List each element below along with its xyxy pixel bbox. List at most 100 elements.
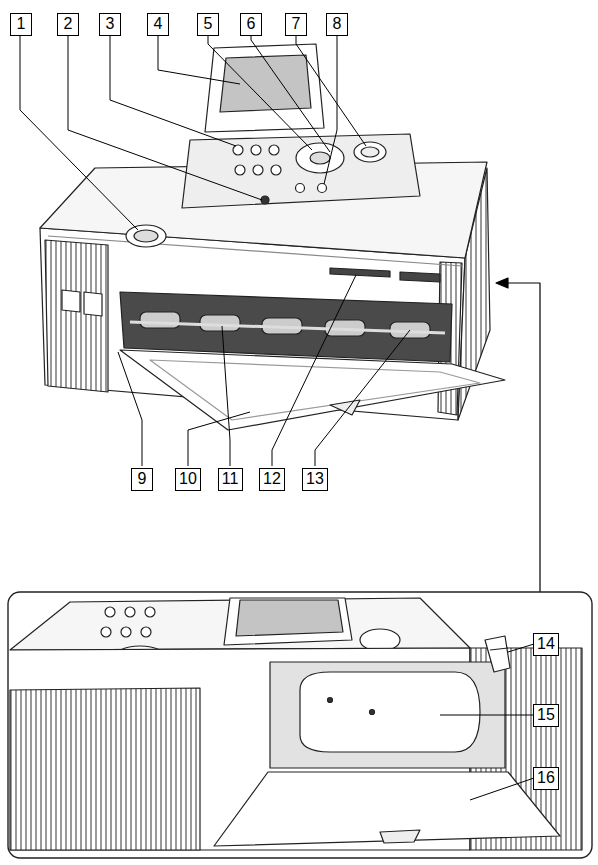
dial-pad bbox=[296, 143, 344, 173]
leader-line bbox=[440, 715, 534, 716]
callout-text: 13 bbox=[306, 471, 324, 487]
print-button bbox=[354, 142, 386, 162]
callout-text: 15 bbox=[537, 707, 555, 723]
top-edge bbox=[48, 236, 462, 266]
print-button-inner bbox=[361, 147, 379, 157]
control-panel bbox=[182, 134, 420, 208]
leader-line bbox=[68, 36, 262, 200]
button bbox=[318, 184, 327, 193]
button bbox=[233, 145, 243, 155]
button bbox=[141, 627, 151, 637]
leader-line bbox=[110, 36, 236, 146]
callout-number: 12 bbox=[259, 468, 285, 491]
callout-number: 9 bbox=[131, 468, 153, 491]
button bbox=[121, 627, 131, 637]
card-slot bbox=[330, 268, 390, 277]
cartridge bbox=[300, 672, 480, 752]
door-handle bbox=[380, 830, 420, 843]
callout-number: 2 bbox=[57, 13, 79, 36]
button bbox=[296, 184, 305, 193]
roller-shaft bbox=[130, 322, 445, 333]
card-slot bbox=[400, 272, 440, 282]
callout-number: 11 bbox=[218, 468, 243, 491]
button bbox=[101, 627, 111, 637]
callout-number: 8 bbox=[326, 13, 348, 36]
left-grille bbox=[45, 240, 108, 392]
inset-left-grille bbox=[10, 688, 200, 850]
callout-text: 7 bbox=[292, 16, 301, 32]
callout-number: 14 bbox=[533, 633, 559, 656]
connector-port bbox=[84, 292, 102, 316]
roller bbox=[140, 312, 180, 328]
button bbox=[271, 165, 281, 175]
view-arrowhead bbox=[496, 278, 508, 288]
callout-text: 14 bbox=[537, 636, 555, 652]
inset-frame bbox=[8, 592, 592, 858]
tray-door-line bbox=[150, 360, 480, 420]
button bbox=[145, 607, 155, 617]
leader-line bbox=[470, 778, 534, 800]
leader-line bbox=[324, 36, 337, 184]
leader-line bbox=[296, 36, 366, 146]
callout-number: 13 bbox=[302, 468, 328, 491]
callout-text: 5 bbox=[204, 16, 213, 32]
button bbox=[125, 607, 135, 617]
callout-number: 16 bbox=[533, 767, 559, 790]
cartridge-mark bbox=[370, 710, 375, 715]
callout-text: 9 bbox=[138, 471, 147, 487]
power-button bbox=[126, 225, 166, 247]
callout-text: 12 bbox=[263, 471, 281, 487]
leader-line bbox=[20, 36, 138, 230]
callout-number: 6 bbox=[240, 13, 262, 36]
callout-text: 1 bbox=[17, 16, 26, 32]
tray-door bbox=[120, 350, 505, 430]
button bbox=[253, 165, 263, 175]
connector-port bbox=[62, 290, 80, 312]
callout-text: 3 bbox=[106, 16, 115, 32]
power-button-inner bbox=[134, 230, 158, 242]
button bbox=[251, 145, 261, 155]
callout-number: 10 bbox=[175, 468, 201, 491]
button bbox=[235, 165, 245, 175]
callout-text: 11 bbox=[222, 471, 239, 487]
print-button bbox=[360, 629, 400, 651]
callout-number: 3 bbox=[99, 13, 121, 36]
inset-top-face bbox=[10, 598, 470, 650]
leader-line bbox=[315, 330, 410, 466]
leader-line bbox=[508, 644, 534, 652]
callout-text: 8 bbox=[333, 16, 342, 32]
callout-text: 6 bbox=[247, 16, 256, 32]
callout-number: 4 bbox=[147, 13, 169, 36]
leader-line bbox=[158, 36, 240, 84]
roller bbox=[200, 315, 240, 331]
indicator bbox=[261, 196, 269, 204]
leader-lines bbox=[20, 36, 410, 466]
callout-text: 4 bbox=[154, 16, 163, 32]
screen bbox=[220, 55, 311, 112]
inset-screen-inner bbox=[236, 600, 343, 636]
leader-line bbox=[118, 352, 142, 466]
callout-number: 1 bbox=[10, 13, 32, 36]
eject-lever bbox=[485, 636, 510, 672]
callout-text: 2 bbox=[64, 16, 73, 32]
callout-text: 10 bbox=[179, 471, 197, 487]
dial-center bbox=[310, 152, 330, 164]
leader-line bbox=[272, 275, 356, 466]
inset-screen bbox=[224, 598, 352, 645]
leader-line bbox=[188, 412, 250, 466]
button bbox=[269, 145, 279, 155]
callout-number: 7 bbox=[285, 13, 307, 36]
cartridge-mark bbox=[328, 698, 333, 703]
callout-number: 15 bbox=[533, 704, 559, 727]
callout-number: 5 bbox=[197, 13, 219, 36]
cartridge-door bbox=[214, 772, 560, 846]
leader-line bbox=[251, 36, 330, 152]
button bbox=[105, 607, 115, 617]
view-arrow-line bbox=[506, 283, 540, 592]
leader-line bbox=[222, 326, 230, 466]
callout-text: 16 bbox=[537, 770, 555, 786]
